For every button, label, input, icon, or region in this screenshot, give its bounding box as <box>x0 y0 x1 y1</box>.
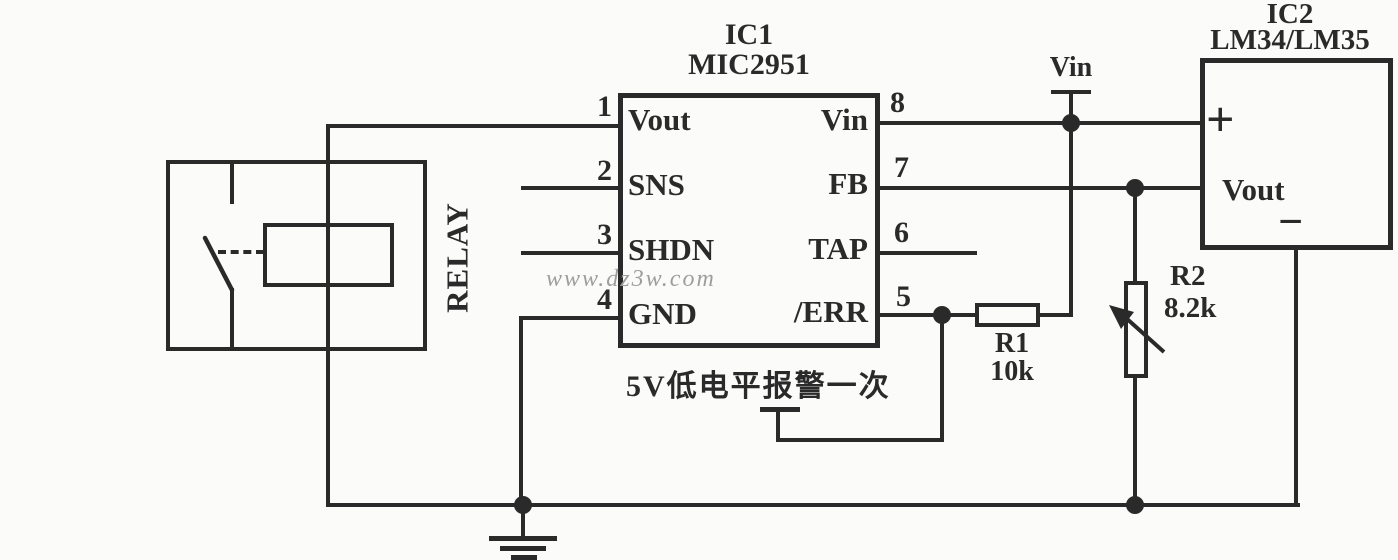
wire-ic2-minus-down <box>1294 248 1298 507</box>
ground-bar-1 <box>489 536 557 541</box>
wire-ic1-pin2 <box>521 186 620 190</box>
ic1-pin6-number: 6 <box>894 216 909 249</box>
wire-ic1-pin7 <box>878 186 1202 190</box>
ic1-pin1-number: 1 <box>597 90 612 123</box>
wire-alarm-horizontal <box>778 438 944 442</box>
ic1-pin7-label: FB <box>828 166 868 201</box>
ic1-pin6-label: TAP <box>808 231 868 266</box>
junction-vin-pin8 <box>1062 114 1080 132</box>
watermark: www.dz3w.com <box>546 266 716 292</box>
relay-label: RELAY <box>397 202 517 313</box>
wire-ic1-pin8 <box>878 121 1202 125</box>
ic1-pin4-label: GND <box>628 296 697 331</box>
wire-bottom-rail <box>328 503 1300 507</box>
junction-rail-r2 <box>1126 496 1144 514</box>
ic2-designator: IC2 <box>1266 0 1314 30</box>
relay-coil-symbol <box>263 223 394 287</box>
ic2-plus-terminal-label: + <box>1206 91 1235 147</box>
ic1-pin3-label: SHDN <box>628 232 715 267</box>
alarm-terminal-bar <box>760 407 800 412</box>
wire-ic1-pin6 <box>878 251 977 255</box>
ic1-pin4-number: 4 <box>597 283 612 316</box>
ground-bar-3 <box>511 555 537 560</box>
wire-r2-top <box>1133 188 1137 283</box>
r1-designator: R1 <box>994 328 1030 359</box>
wire-ic1-pin4 <box>521 316 620 320</box>
r1-value: 10k <box>990 356 1034 387</box>
ic1-pin7-number: 7 <box>894 151 909 184</box>
r1-body <box>975 303 1040 327</box>
ic1-pin1-label: Vout <box>628 102 691 137</box>
wire-ic1-pin1 <box>328 124 620 128</box>
wire-r1-right <box>1038 313 1073 317</box>
wire-vin-vertical <box>1069 90 1073 317</box>
ic1-outline <box>618 93 880 348</box>
vin-label: Vin <box>1049 52 1093 83</box>
ic1-pin2-number: 2 <box>597 154 612 187</box>
ic1-designator: IC1 <box>724 18 774 51</box>
ic2-outline <box>1200 58 1393 250</box>
relay-switch-top-lead <box>230 160 234 204</box>
ic1-pin3-number: 3 <box>597 218 612 251</box>
ic2-part-number: LM34/LM35 <box>1210 24 1370 56</box>
ic1-pin5-number: 5 <box>896 280 911 313</box>
wire-alarm-drop <box>940 315 944 442</box>
relay-actuator-dashed-link <box>218 250 264 254</box>
ic1-pin2-label: SNS <box>628 167 685 202</box>
relay-outline <box>166 160 427 351</box>
ic2-output-label: Vout <box>1222 172 1285 207</box>
ic1-pin8-label: Vin <box>820 102 868 137</box>
r2-body <box>1124 281 1148 378</box>
ic1-pin5-label: /ERR <box>793 294 868 329</box>
wire-relay-coil-vertical <box>326 124 330 507</box>
ground-bar-2 <box>500 546 546 551</box>
r2-value: 8.2k <box>1164 292 1217 324</box>
relay-label-text: RELAY <box>439 202 475 313</box>
wire-gnd-pin4-down <box>519 316 523 507</box>
wire-ic1-pin5 <box>878 313 977 317</box>
ic2-minus-terminal-label: − <box>1278 197 1304 246</box>
wire-ic1-pin3 <box>521 251 620 255</box>
alarm-label: 5V低电平报警一次 <box>626 370 891 403</box>
wire-r2-bottom <box>1133 376 1137 507</box>
ic1-part-number: MIC2951 <box>688 48 810 81</box>
r2-designator: R2 <box>1170 260 1206 292</box>
ground-stem <box>521 505 525 538</box>
wire-alarm-up <box>776 409 780 442</box>
relay-switch-bottom-lead <box>230 288 234 351</box>
ic1-pin8-number: 8 <box>890 86 905 119</box>
